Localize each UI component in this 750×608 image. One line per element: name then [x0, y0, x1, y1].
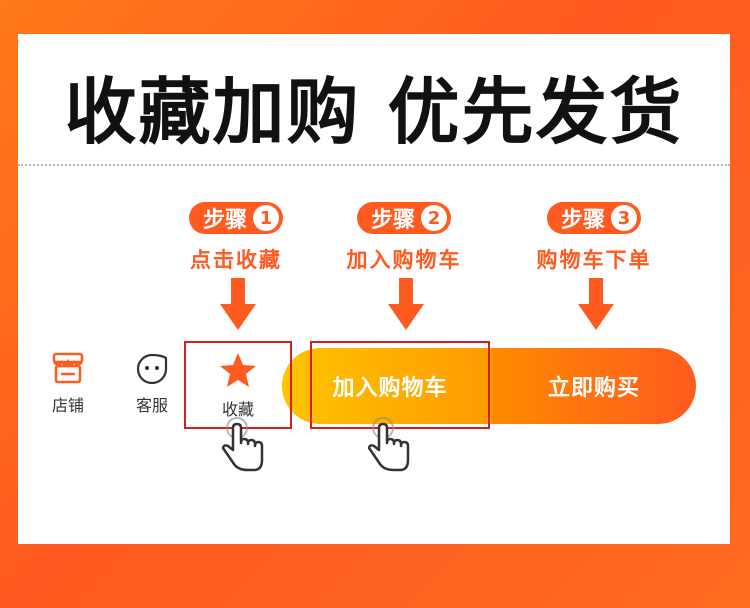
service-label: 客服: [135, 396, 168, 415]
buy-now-button[interactable]: 立即购买: [492, 348, 696, 424]
down-arrow-icon: [578, 278, 614, 330]
step-2-badge: 步骤 2: [356, 202, 451, 234]
service-face-icon: [136, 353, 168, 385]
favorite-label: 收藏: [221, 400, 254, 419]
step-3-badge: 步骤 3: [546, 202, 641, 234]
step-3-desc: 购物车下单: [536, 248, 652, 272]
step-3-label: 步骤: [560, 208, 605, 233]
star-icon: [220, 353, 256, 387]
down-arrow-icon: [388, 278, 424, 330]
add-to-cart-button[interactable]: 加入购物车: [282, 348, 492, 424]
step-1-badge: 步骤 1: [188, 202, 283, 234]
service-button[interactable]: 客服: [122, 352, 182, 416]
headline: 收藏加购 优先发货: [64, 70, 684, 154]
step-2-label: 步骤: [370, 208, 415, 233]
favorite-button[interactable]: 收藏: [208, 352, 268, 420]
shop-icon: [52, 352, 84, 384]
add-cart-highlight-box: [310, 341, 490, 429]
step-1-label: 步骤: [202, 208, 247, 233]
dotted-divider: [18, 164, 730, 166]
shop-label: 店铺: [51, 396, 84, 415]
promo-card: 收藏加购 优先发货 步骤 1 点击收藏 步骤 2 加入购物车 步骤 3 购物车下…: [18, 34, 730, 544]
step-2: 步骤 2 加入购物车: [324, 202, 484, 274]
down-arrow-icon: [220, 278, 256, 330]
step-1-desc: 点击收藏: [190, 248, 282, 272]
shop-button[interactable]: 店铺: [38, 352, 98, 416]
step-1: 步骤 1 点击收藏: [156, 202, 316, 274]
step-3-number: 3: [611, 205, 637, 231]
step-2-desc: 加入购物车: [346, 248, 462, 272]
step-2-number: 2: [421, 205, 447, 231]
pointing-hand-icon: [367, 417, 410, 472]
step-3: 步骤 3 购物车下单: [514, 202, 674, 274]
pointing-hand-icon: [221, 417, 264, 472]
cta-group: 加入购物车 立即购买: [282, 348, 696, 424]
step-1-number: 1: [253, 205, 279, 231]
